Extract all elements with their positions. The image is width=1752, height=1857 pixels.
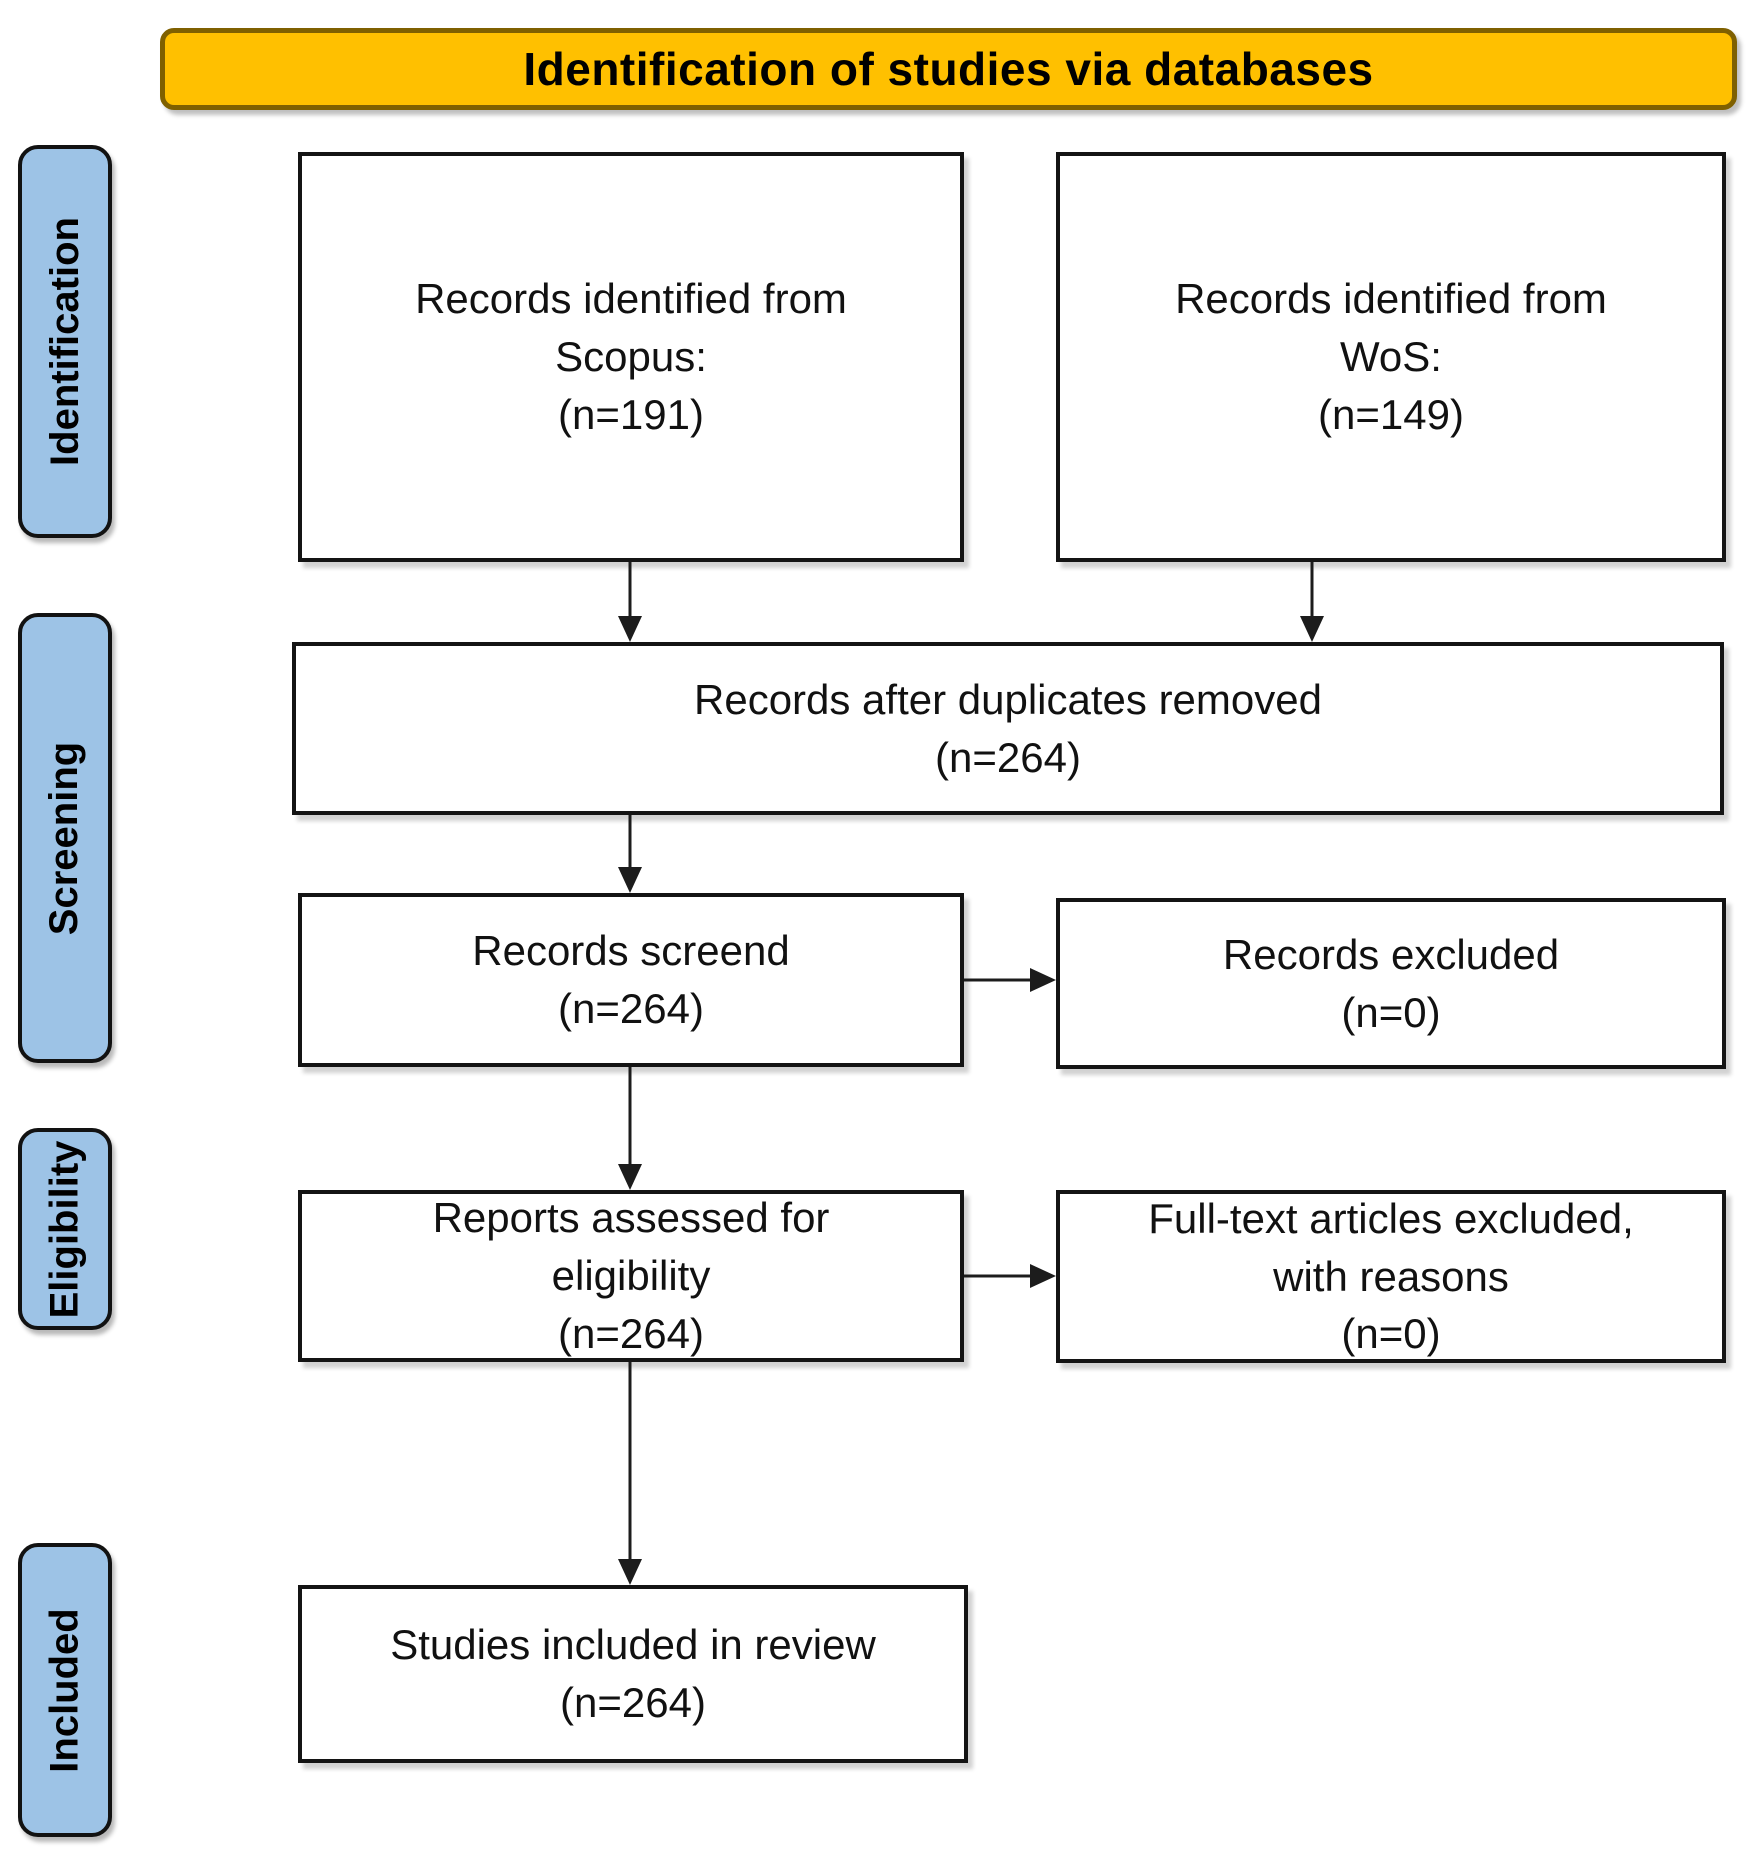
- stage-identification: Identification: [18, 145, 112, 538]
- arrow-eligibility-to-included: [618, 1362, 642, 1585]
- arrow-duplicates-to-screened: [618, 815, 642, 893]
- arrow-screened-to-records-excluded: [964, 968, 1056, 992]
- box-records-excluded-text: Records excluded (n=0): [1222, 930, 1560, 1036]
- stage-screening-label: Screening: [42, 741, 87, 935]
- arrow-shaft: [628, 1362, 632, 1559]
- box-reports-assessed-eligibility-text: Reports assessed for eligibility (n=264): [432, 1194, 830, 1357]
- box-fulltext-articles-excluded: Full-text articles excluded, with reason…: [1056, 1190, 1726, 1363]
- box-records-identified-wos-text: Records identified from WoS: (n=149): [1175, 275, 1607, 438]
- box-reports-assessed-eligibility: Reports assessed for eligibility (n=264): [298, 1190, 964, 1362]
- arrow-eligibility-to-fulltext-excluded: [964, 1264, 1056, 1288]
- banner-title: Identification of studies via databases: [523, 43, 1374, 95]
- stage-eligibility: Eligibility: [18, 1128, 112, 1330]
- arrow-head-down-icon: [618, 616, 642, 642]
- box-records-after-duplicates-removed: Records after duplicates removed (n=264): [292, 642, 1724, 815]
- box-records-after-duplicates-removed-text: Records after duplicates removed (n=264): [694, 675, 1322, 781]
- box-studies-included-review-text: Studies included in review (n=264): [390, 1621, 876, 1726]
- arrow-shaft: [628, 562, 632, 616]
- box-records-screened: Records screend (n=264): [298, 893, 964, 1067]
- arrow-scopus-to-duplicates: [618, 562, 642, 642]
- banner: Identification of studies via databases: [160, 28, 1737, 110]
- arrow-head-down-icon: [618, 1164, 642, 1190]
- stage-eligibility-label: Eligibility: [42, 1140, 87, 1318]
- arrow-head-right-icon: [1030, 1264, 1056, 1288]
- arrow-wos-to-duplicates: [1300, 562, 1324, 642]
- arrow-shaft: [628, 1067, 632, 1164]
- stage-included-label: Included: [42, 1607, 87, 1773]
- arrow-head-down-icon: [618, 867, 642, 893]
- box-records-identified-wos: Records identified from WoS: (n=149): [1056, 152, 1726, 562]
- box-records-screened-text: Records screend (n=264): [472, 927, 790, 1032]
- box-fulltext-articles-excluded-text: Full-text articles excluded, with reason…: [1148, 1194, 1634, 1358]
- box-records-identified-scopus: Records identified from Scopus: (n=191): [298, 152, 964, 562]
- box-records-identified-scopus-text: Records identified from Scopus: (n=191): [415, 275, 847, 438]
- arrow-shaft: [1310, 562, 1314, 616]
- arrow-screened-to-eligibility: [618, 1067, 642, 1190]
- arrow-shaft: [964, 1274, 1030, 1278]
- stage-included: Included: [18, 1543, 112, 1837]
- stage-screening: Screening: [18, 613, 112, 1063]
- arrow-shaft: [964, 978, 1030, 982]
- stage-identification-label: Identification: [42, 217, 87, 466]
- arrow-head-down-icon: [1300, 616, 1324, 642]
- arrow-head-right-icon: [1030, 968, 1056, 992]
- box-studies-included-review: Studies included in review (n=264): [298, 1585, 968, 1763]
- box-records-excluded: Records excluded (n=0): [1056, 898, 1726, 1069]
- arrow-head-down-icon: [618, 1559, 642, 1585]
- arrow-shaft: [628, 815, 632, 867]
